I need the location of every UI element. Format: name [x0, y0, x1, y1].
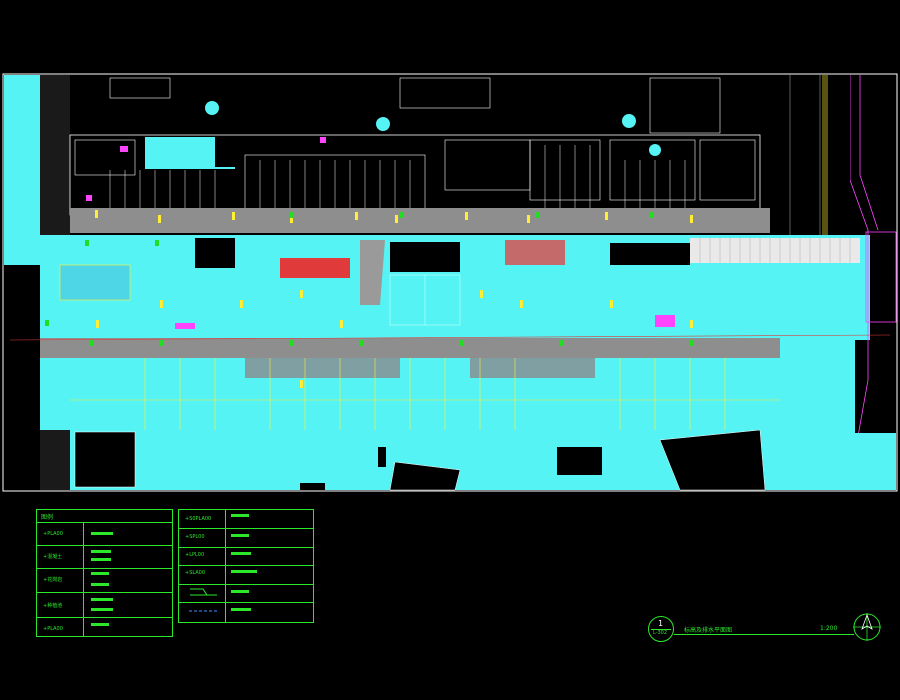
- legend-swatch: [91, 583, 109, 586]
- legend-label: +S0PLA00: [185, 516, 212, 522]
- legend-swatch: [91, 532, 113, 535]
- sheet-number: L-302: [653, 630, 668, 636]
- legend-label: +PLA00: [43, 531, 63, 537]
- legend-swatch: [91, 623, 109, 626]
- legend-swatch: [91, 598, 113, 601]
- legend-label: +SPL00: [185, 534, 205, 540]
- drawing-frame: [2, 73, 898, 492]
- legend-swatch: [91, 608, 113, 611]
- legend-label: +PLA00: [43, 626, 63, 632]
- detail-bubble: 1 L-302: [648, 616, 674, 642]
- legend-label: +种植池: [43, 603, 63, 609]
- legend-table-right: +S0PLA00 +SPL00 +LPL00 +SLA00: [178, 509, 314, 623]
- legend-swatch: [91, 558, 111, 561]
- legend-swatch: [231, 570, 257, 573]
- legend-swatch: [231, 514, 249, 517]
- drainage-slope-symbol: [190, 588, 217, 596]
- drawing-scale: 1:200: [820, 625, 838, 632]
- legend-header: 图例: [41, 514, 54, 521]
- legend-table-left: 图例 +PLA00 +混凝土 +花岗岩 +种植池 +PLA00: [36, 509, 173, 637]
- legend-swatch: [91, 550, 111, 553]
- legend-swatch: [91, 572, 109, 575]
- legend-swatch: [231, 534, 249, 537]
- drawing-number: 1: [658, 619, 664, 628]
- legend-label: +SLA00: [185, 570, 206, 576]
- left-water-strip: [4, 75, 40, 265]
- compass-north-arrow-icon: [853, 613, 881, 641]
- legend-swatch: [231, 552, 251, 555]
- legend-label: +LPL00: [185, 552, 205, 558]
- south-lawn: [70, 433, 896, 490]
- drawing-title-block: 1 L-302 标高及排水平面图 1:200: [648, 616, 858, 646]
- south-promenade: [40, 338, 780, 358]
- legend-label: +花岗岩: [43, 577, 63, 583]
- legend-swatch: [231, 590, 249, 593]
- dashed-line-symbol: [189, 610, 219, 612]
- legend-swatch: [231, 608, 251, 611]
- legend-label: +混凝土: [43, 554, 63, 560]
- drawing-name: 标高及排水平面图: [684, 627, 733, 634]
- north-promenade: [70, 208, 770, 233]
